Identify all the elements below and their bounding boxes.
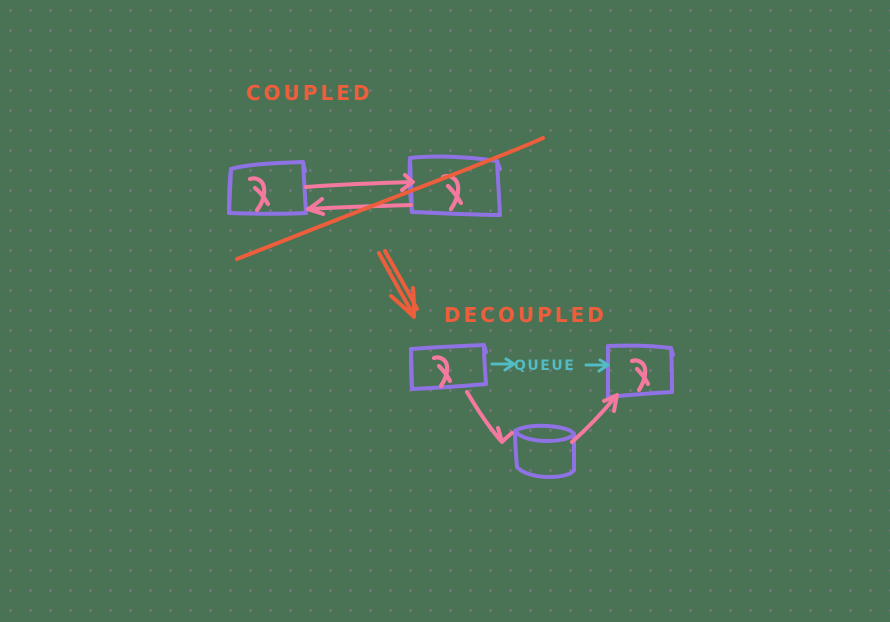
decoupled-title: DECOUPLED bbox=[444, 303, 607, 327]
coupled-arrow-return-line bbox=[307, 203, 413, 211]
transition-arrow-head bbox=[389, 286, 416, 319]
coupled-lambda-right-glyph bbox=[440, 173, 464, 212]
coupled-arrow-forward-head bbox=[400, 173, 415, 192]
queue-arrow-left-head bbox=[503, 357, 516, 372]
coupled-title: COUPLED bbox=[246, 81, 373, 105]
coupled-strikethrough-line bbox=[235, 136, 545, 261]
cylinder-top-ellipse-lower bbox=[513, 429, 576, 443]
coupled-lambda-right-node[interactable] bbox=[407, 154, 502, 217]
transition-arrow-stroke-1 bbox=[377, 251, 416, 318]
coupled-lambda-left-node[interactable] bbox=[227, 160, 308, 216]
decoupled-arrow-up-line bbox=[570, 394, 618, 444]
decoupled-lambda-right-glyph bbox=[629, 358, 651, 393]
cylinder-left-wall bbox=[513, 429, 519, 469]
coupled-lambda-left-glyph bbox=[247, 176, 271, 213]
cylinder-top-ellipse-upper bbox=[513, 423, 576, 436]
decoupled-lambda-left-glyph bbox=[431, 355, 453, 389]
queue-label: QUEUE bbox=[514, 358, 575, 374]
decoupled-arrow-up-head bbox=[602, 393, 619, 413]
decoupled-lambda-left-node[interactable] bbox=[409, 343, 488, 391]
decoupled-connection-from-queue bbox=[570, 393, 619, 444]
decoupled-lambda-right-box bbox=[606, 343, 675, 399]
cylinder-bottom-ellipse bbox=[515, 465, 576, 479]
decoupled-connection-to-queue bbox=[465, 390, 514, 444]
transition-arrow bbox=[377, 249, 419, 319]
queue-arrow-right-head bbox=[597, 358, 610, 373]
coupled-arrow-forward-line bbox=[304, 180, 414, 189]
decoupled-arrow-down-line bbox=[465, 390, 503, 443]
coupled-connection-forward bbox=[304, 173, 415, 192]
coupled-connection-return bbox=[306, 197, 413, 216]
decoupled-section: DECOUPLED QUEUE bbox=[409, 303, 675, 479]
queue-arrow-left bbox=[490, 357, 516, 372]
decoupled-arrow-down-head bbox=[496, 426, 514, 444]
queue-arrow-right bbox=[584, 358, 610, 373]
coupled-arrow-return-head bbox=[306, 197, 325, 216]
coupled-lambda-right-box bbox=[407, 154, 502, 217]
decoupled-lambda-left-box bbox=[409, 343, 488, 391]
decoupled-queue-store-node[interactable] bbox=[513, 423, 576, 479]
coupled-section: COUPLED bbox=[227, 81, 545, 261]
decoupled-lambda-right-node[interactable] bbox=[606, 343, 675, 399]
